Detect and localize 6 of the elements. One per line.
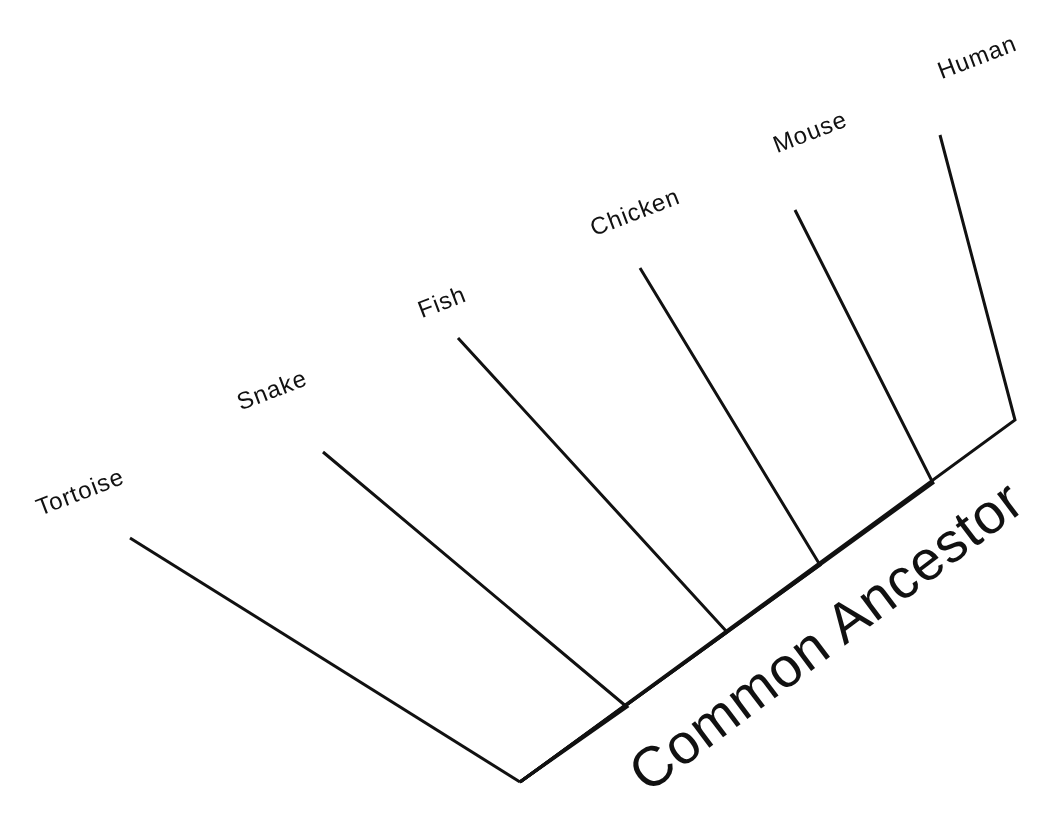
- species-label: Human: [934, 31, 1020, 83]
- species-label: Snake: [233, 365, 311, 415]
- species-label: Mouse: [769, 107, 851, 157]
- branch-line: [519, 134, 1017, 784]
- species-label: Fish: [414, 281, 470, 323]
- branch-line: [129, 536, 521, 784]
